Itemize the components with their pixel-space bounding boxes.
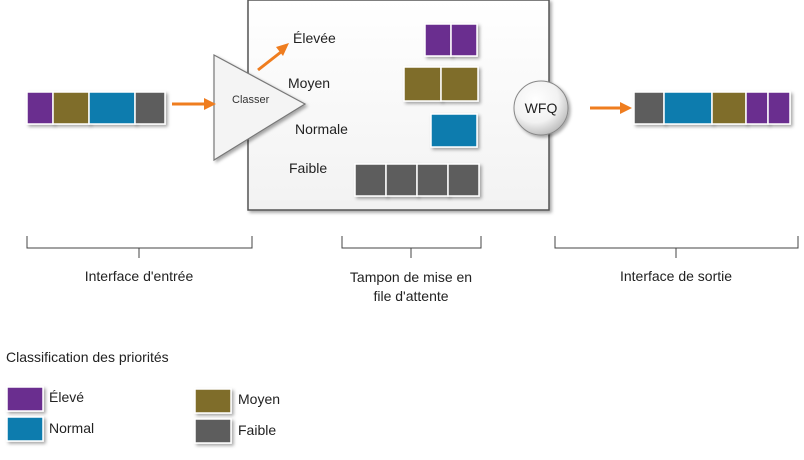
queue-low-label: Faible — [289, 160, 327, 176]
packet-gray — [385, 163, 418, 197]
legend-swatches — [6, 386, 232, 444]
wfq-label: WFQ — [525, 100, 558, 116]
legend-swatch-purple — [6, 386, 44, 412]
packet-purple — [26, 91, 54, 125]
queue-medium-label: Moyen — [288, 75, 330, 91]
packet-gray — [416, 163, 449, 197]
packet-gray — [447, 163, 480, 197]
output-packet-stream — [633, 91, 791, 125]
queue-high-label: Élevée — [293, 30, 336, 46]
output-interface-label: Interface de sortie — [619, 268, 733, 284]
packet-blue — [430, 113, 478, 148]
packet-olive — [440, 66, 479, 102]
packet-purple — [767, 91, 791, 125]
legend-item-low-label: Faible — [238, 422, 277, 438]
wfq-scheduler-circle — [513, 80, 569, 136]
buffer-label: Tampon de mise en file d'attente — [349, 269, 473, 304]
legend-swatch-blue — [6, 416, 44, 442]
output-interface-bracket — [554, 236, 799, 258]
queue-high-packets — [424, 23, 478, 57]
packet-blue — [663, 91, 713, 125]
packet-olive — [711, 91, 747, 125]
buffer-bracket — [341, 236, 482, 258]
legend-title: Classification des priorités — [6, 349, 169, 365]
legend-swatch-olive — [194, 388, 232, 414]
packet-olive — [52, 91, 90, 125]
queue-low-packets — [354, 163, 480, 197]
packet-gray — [134, 91, 166, 125]
queue-normal-packets — [430, 113, 478, 148]
legend-item-medium-label: Moyen — [238, 391, 281, 407]
input-packet-stream — [26, 91, 166, 125]
legend-item-high-label: Élevé — [49, 389, 85, 405]
input-interface-label: Interface d'entrée — [84, 268, 194, 284]
output-arrow-icon — [590, 102, 632, 114]
packet-olive — [403, 66, 442, 102]
legend-item-normal-label: Normal — [49, 420, 95, 436]
packet-gray — [354, 163, 387, 197]
input-interface-bracket — [26, 236, 253, 258]
input-arrow-icon — [172, 98, 216, 110]
legend-swatch-gray — [194, 418, 232, 444]
classifier-triangle — [213, 53, 307, 162]
classifier-up-arrow-icon — [257, 43, 289, 72]
classifier-label: Classer — [232, 94, 270, 106]
queue-medium-packets — [403, 66, 479, 102]
packet-purple — [424, 23, 452, 57]
packet-purple — [745, 91, 769, 125]
packet-gray — [633, 91, 665, 125]
packet-blue — [88, 91, 136, 125]
packet-purple — [450, 23, 478, 57]
queue-normal-label: Normale — [295, 121, 348, 137]
